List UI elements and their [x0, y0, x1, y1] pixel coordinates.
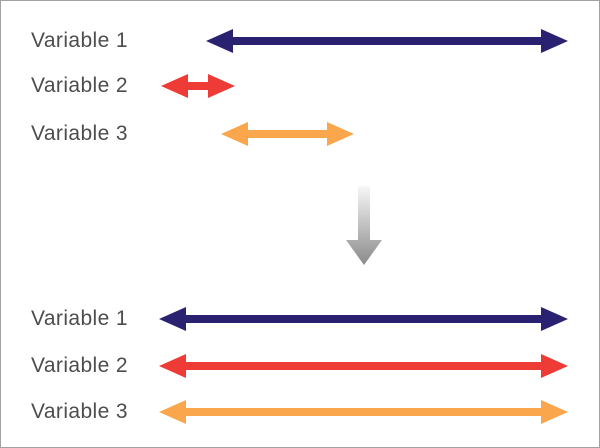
down-arrow-icon [346, 186, 382, 265]
variable-label: Variable 1 [31, 29, 129, 52]
variable-label: Variable 1 [31, 307, 129, 330]
arrowhead-right-icon [541, 400, 568, 424]
double-headed-arrow [159, 400, 568, 424]
arrowhead-left-icon [159, 400, 186, 424]
arrowhead-left-icon [206, 29, 233, 53]
double-headed-arrow [206, 29, 568, 53]
arrowhead-left-icon [159, 354, 186, 378]
variable-label: Variable 3 [31, 400, 129, 423]
arrowhead-right-icon [541, 354, 568, 378]
double-headed-arrow [159, 354, 568, 378]
double-headed-arrow [161, 74, 235, 98]
variable-label: Variable 2 [31, 354, 129, 377]
arrowhead-right-icon [541, 307, 568, 331]
arrowhead-left-icon [161, 74, 188, 98]
double-headed-arrow [221, 122, 354, 146]
arrow-shaft [184, 408, 543, 416]
arrowhead-right-icon [208, 74, 235, 98]
arrowhead-left-icon [159, 307, 186, 331]
arrowhead-right-icon [541, 29, 568, 53]
variable-label: Variable 3 [31, 122, 129, 145]
down-arrow-shape [346, 186, 382, 265]
arrowhead-right-icon [327, 122, 354, 146]
arrow-shaft [246, 130, 329, 138]
arrow-shaft [231, 37, 543, 45]
arrow-shaft [186, 82, 210, 90]
variable-label: Variable 2 [31, 74, 129, 97]
arrowhead-left-icon [221, 122, 248, 146]
arrow-shaft [184, 362, 543, 370]
double-headed-arrow [159, 307, 568, 331]
arrow-shaft [184, 315, 543, 323]
